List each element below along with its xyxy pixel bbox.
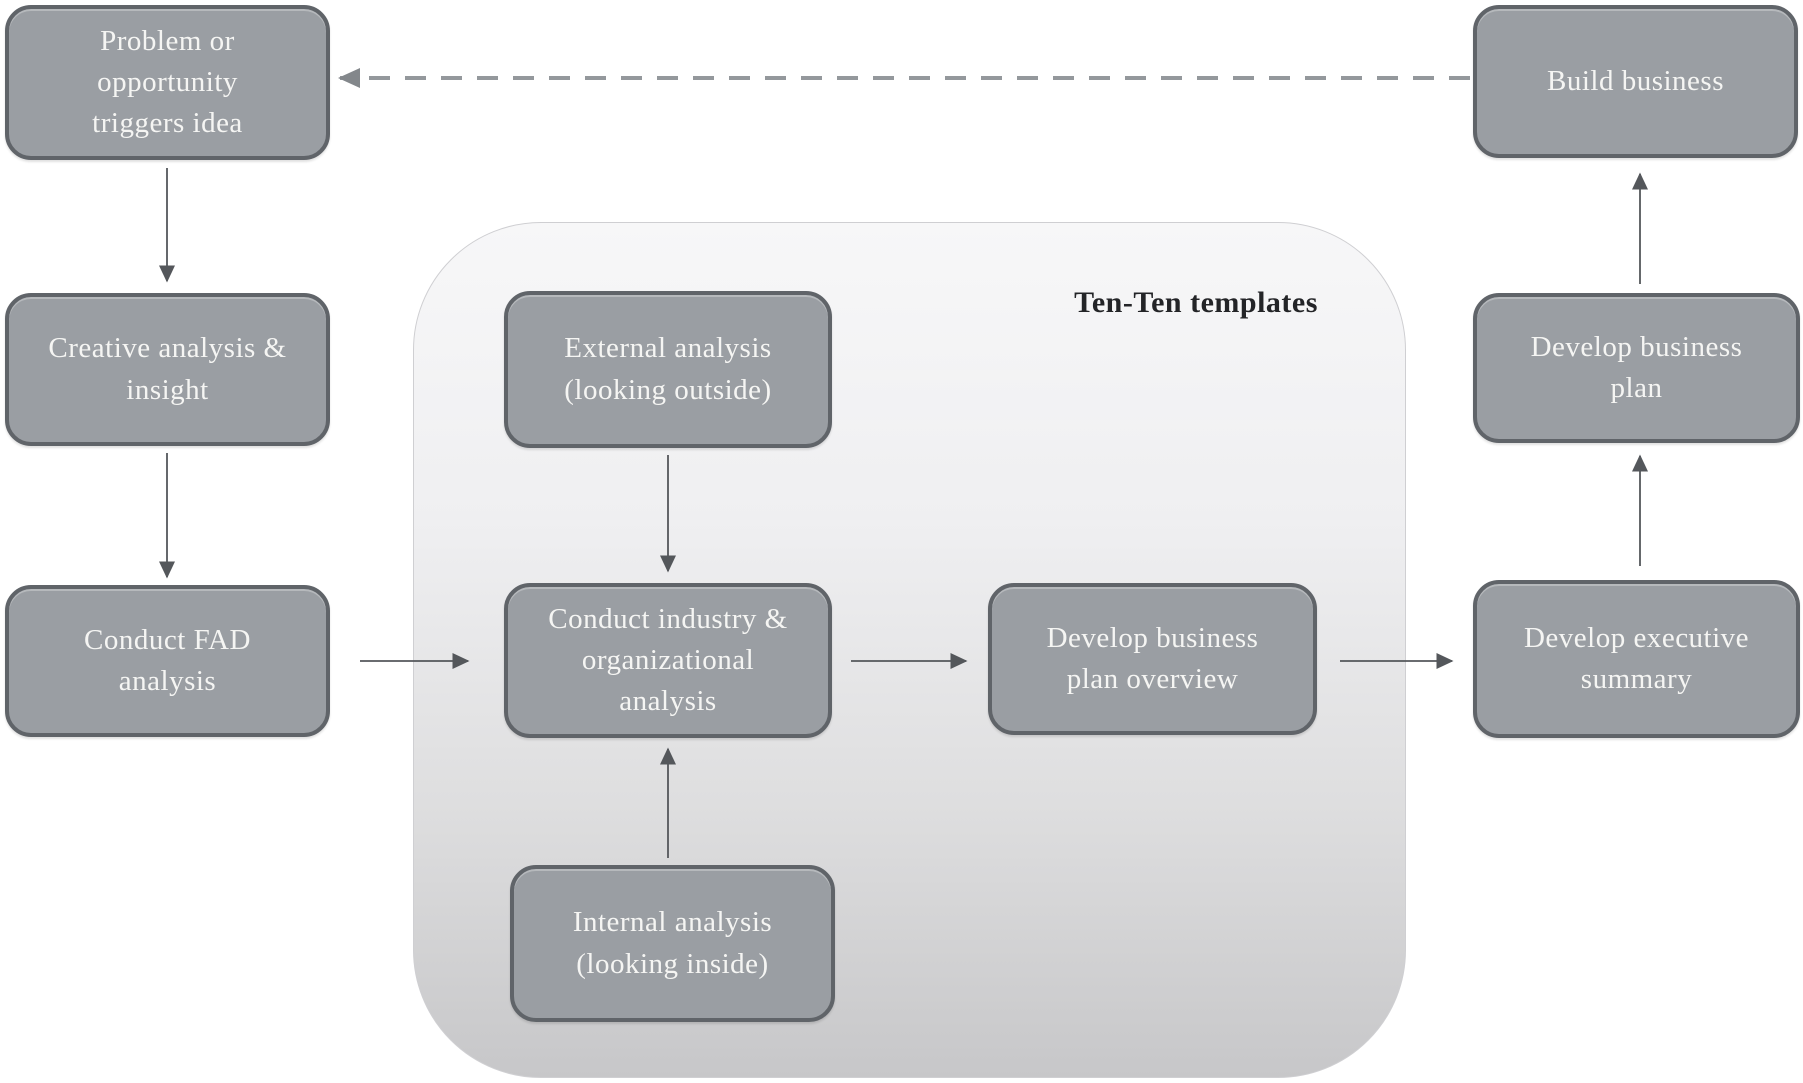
node-industry-organizational-analysis: Conduct industry & organizational analys… (504, 583, 832, 738)
node-build-business-label: Build business (1547, 64, 1724, 97)
node-business-plan-overview: Develop business plan overview (988, 583, 1317, 735)
node-creative-analysis: Creative analysis & insight (5, 293, 330, 446)
node-external-analysis: External analysis (looking outside) (504, 291, 832, 448)
node-creative-analysis-label: Creative analysis & insight (48, 332, 287, 406)
node-executive-summary-label: Develop executive summary (1523, 621, 1750, 695)
node-executive-summary: Develop executive summary (1473, 580, 1800, 738)
node-industry-organizational-analysis-label: Conduct industry & organizational analys… (548, 602, 788, 718)
node-conduct-fad-analysis-label: Conduct FAD analysis (84, 623, 251, 697)
node-develop-business-plan-label: Develop business plan (1530, 330, 1743, 404)
node-conduct-fad-analysis: Conduct FAD analysis (5, 585, 330, 737)
node-internal-analysis-label: Internal analysis (looking inside) (572, 906, 773, 980)
node-problem-opportunity: Problem or opportunity triggers idea (5, 5, 330, 160)
node-business-plan-overview-label: Develop business plan overview (1046, 621, 1259, 695)
ten-ten-templates-label: Ten-Ten templates (1074, 286, 1318, 319)
node-external-analysis-label: External analysis (looking outside) (564, 332, 772, 406)
node-problem-opportunity-label: Problem or opportunity triggers idea (92, 24, 243, 140)
node-internal-analysis: Internal analysis (looking inside) (510, 865, 835, 1022)
node-build-business: Build business (1473, 5, 1798, 158)
node-develop-business-plan: Develop business plan (1473, 293, 1800, 443)
